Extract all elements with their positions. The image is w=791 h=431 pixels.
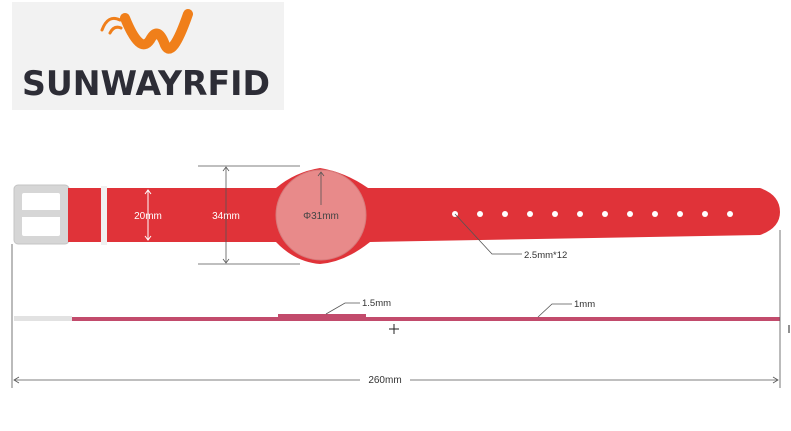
leader-holes [454, 213, 522, 255]
strap-hole [577, 211, 583, 217]
strap-hole [502, 211, 508, 217]
wave-w-logo-icon [100, 9, 193, 54]
strap-hole [552, 211, 558, 217]
side-profile-strap [72, 317, 780, 321]
label-total-length: 260mm [368, 375, 401, 386]
logo-brand-text: SUNWAYRFID [22, 64, 270, 104]
side-profile-head [278, 314, 366, 318]
strap-hole [677, 211, 683, 217]
strap-body [68, 168, 780, 264]
strap-hole [702, 211, 708, 217]
buckle-pin [22, 210, 60, 217]
leader-head-thickness [325, 302, 360, 315]
buckle [13, 184, 70, 245]
side-profile [14, 314, 780, 321]
leader-strap-thickness [537, 303, 572, 318]
dim-strap-width [144, 189, 152, 241]
strap-hole [602, 211, 608, 217]
logo-panel [12, 2, 284, 110]
label-head-thickness: 1.5mm [362, 298, 391, 309]
dim-total-length [11, 230, 781, 388]
dim-disc-radius [317, 171, 325, 205]
label-strap-width: 20mm [134, 211, 162, 222]
logo: SUNWAYRFID [12, 2, 284, 110]
strap-hole [477, 211, 483, 217]
label-holes: 2.5mm*12 [524, 250, 567, 261]
crosshair-cursor-icon [389, 324, 399, 334]
strap-hole [627, 211, 633, 217]
label-head-height: 34mm [212, 211, 240, 222]
label-strap-thickness: 1mm [574, 299, 595, 310]
side-profile-buckle [14, 316, 72, 321]
dim-head-height [198, 165, 300, 265]
strap-hole [527, 211, 533, 217]
label-disc-diameter: Φ31mm [303, 211, 339, 222]
strap-hole [652, 211, 658, 217]
strap-hole [727, 211, 733, 217]
rfid-disc [275, 169, 367, 261]
total-length-label-bg [360, 372, 410, 386]
strap-keeper [101, 186, 107, 245]
